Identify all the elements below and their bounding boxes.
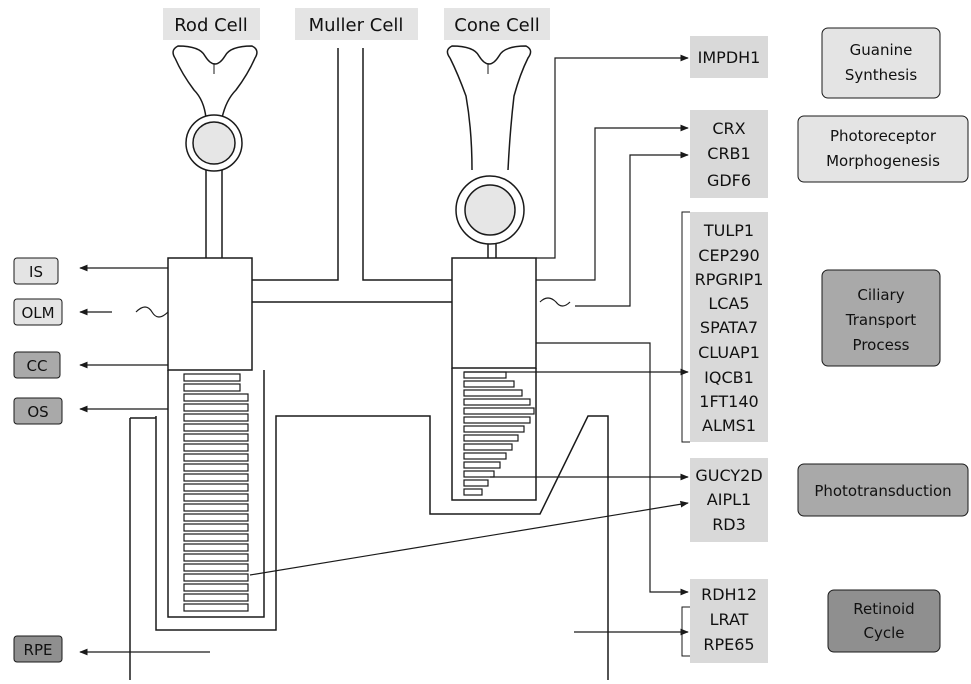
gene-crb1: CRB1 xyxy=(707,144,750,163)
label-text: Morphogenesis xyxy=(826,152,940,170)
gene-box-retinoid xyxy=(690,579,768,663)
gene-box-ciliary xyxy=(690,212,768,442)
process-ciliary-transport: Ciliary Transport Process xyxy=(821,269,941,367)
gene-ift140: 1FT140 xyxy=(699,392,758,411)
process-photoreceptor-morphogenesis: Photoreceptor Morphogenesis xyxy=(797,115,969,183)
gene-tulp1: TULP1 xyxy=(703,221,754,240)
label-text: OLM xyxy=(21,304,54,322)
gene-box-phototransduction xyxy=(690,458,768,542)
rod-synaptic-terminal xyxy=(172,45,258,119)
cone-inner-segment xyxy=(451,257,537,369)
rod-cell-label: Rod Cell xyxy=(163,8,260,40)
label-text: Synthesis xyxy=(845,66,918,84)
cone-discs xyxy=(463,371,535,496)
gene-gdf6: GDF6 xyxy=(707,171,751,190)
label-text: Muller Cell xyxy=(309,15,404,36)
label-text: Process xyxy=(853,336,910,354)
process-retinoid-cycle: Retinoid Cycle xyxy=(827,589,941,653)
gene-cep290: CEP290 xyxy=(698,246,759,265)
label-text: Photoreceptor xyxy=(830,127,937,145)
label-text: Cone Cell xyxy=(454,15,539,36)
gene-crx: CRX xyxy=(712,119,745,138)
gene-aipl1: AIPL1 xyxy=(707,490,751,509)
label-text: IS xyxy=(29,263,43,281)
cone-outer-segment xyxy=(451,368,537,501)
rod-rpe-enclosure xyxy=(155,415,609,680)
layer-label-os: OS xyxy=(13,397,63,425)
gene-impdh1: IMPDH1 xyxy=(698,48,761,67)
layer-arrows xyxy=(79,264,210,656)
label-text: Phototransduction xyxy=(814,482,951,500)
muller-cell-label: Muller Cell xyxy=(295,8,418,40)
rod-discs xyxy=(183,373,249,612)
label-text: Cycle xyxy=(864,624,905,642)
gene-lrat: LRAT xyxy=(710,610,749,629)
layer-label-rpe: RPE xyxy=(13,635,63,663)
gene-spata7: SPATA7 xyxy=(700,318,758,337)
layer-label-olm: OLM xyxy=(13,298,63,326)
muller-cell-body xyxy=(252,48,452,303)
gene-rpgrip1: RPGRIP1 xyxy=(695,270,764,289)
gene-alms1: ALMS1 xyxy=(702,416,756,435)
label-text: RPE xyxy=(24,641,53,659)
gene-rdh12: RDH12 xyxy=(701,585,757,604)
gene-gucy2d: GUCY2D xyxy=(695,466,762,485)
label-text: Ciliary xyxy=(857,286,904,304)
gene-rd3: RD3 xyxy=(712,515,746,534)
label-text: Transport xyxy=(845,311,917,329)
gene-connectors xyxy=(249,54,689,636)
layer-label-is: IS xyxy=(13,257,59,285)
label-text: Guanine xyxy=(850,41,913,59)
gene-rpe65: RPE65 xyxy=(703,635,754,654)
gene-lca5: LCA5 xyxy=(708,294,749,313)
layer-label-cc: CC xyxy=(13,351,61,379)
rod-outer-segment xyxy=(167,370,265,618)
rod-inner-segment xyxy=(167,257,253,371)
process-guanine-synthesis: Guanine Synthesis xyxy=(821,27,941,99)
label-text: Rod Cell xyxy=(174,15,248,36)
label-text: CC xyxy=(27,357,48,375)
process-phototransduction: Phototransduction xyxy=(797,463,969,517)
gene-box-morphogenesis xyxy=(690,110,768,198)
cone-synaptic-terminal xyxy=(446,45,532,171)
label-text: Retinoid xyxy=(853,600,914,618)
gene-cluap1: CLUAP1 xyxy=(698,343,760,362)
cone-cell-label: Cone Cell xyxy=(444,8,550,40)
gene-box-impdh1 xyxy=(690,36,768,78)
label-text: OS xyxy=(27,403,48,421)
gene-iqcb1: IQCB1 xyxy=(704,368,754,387)
